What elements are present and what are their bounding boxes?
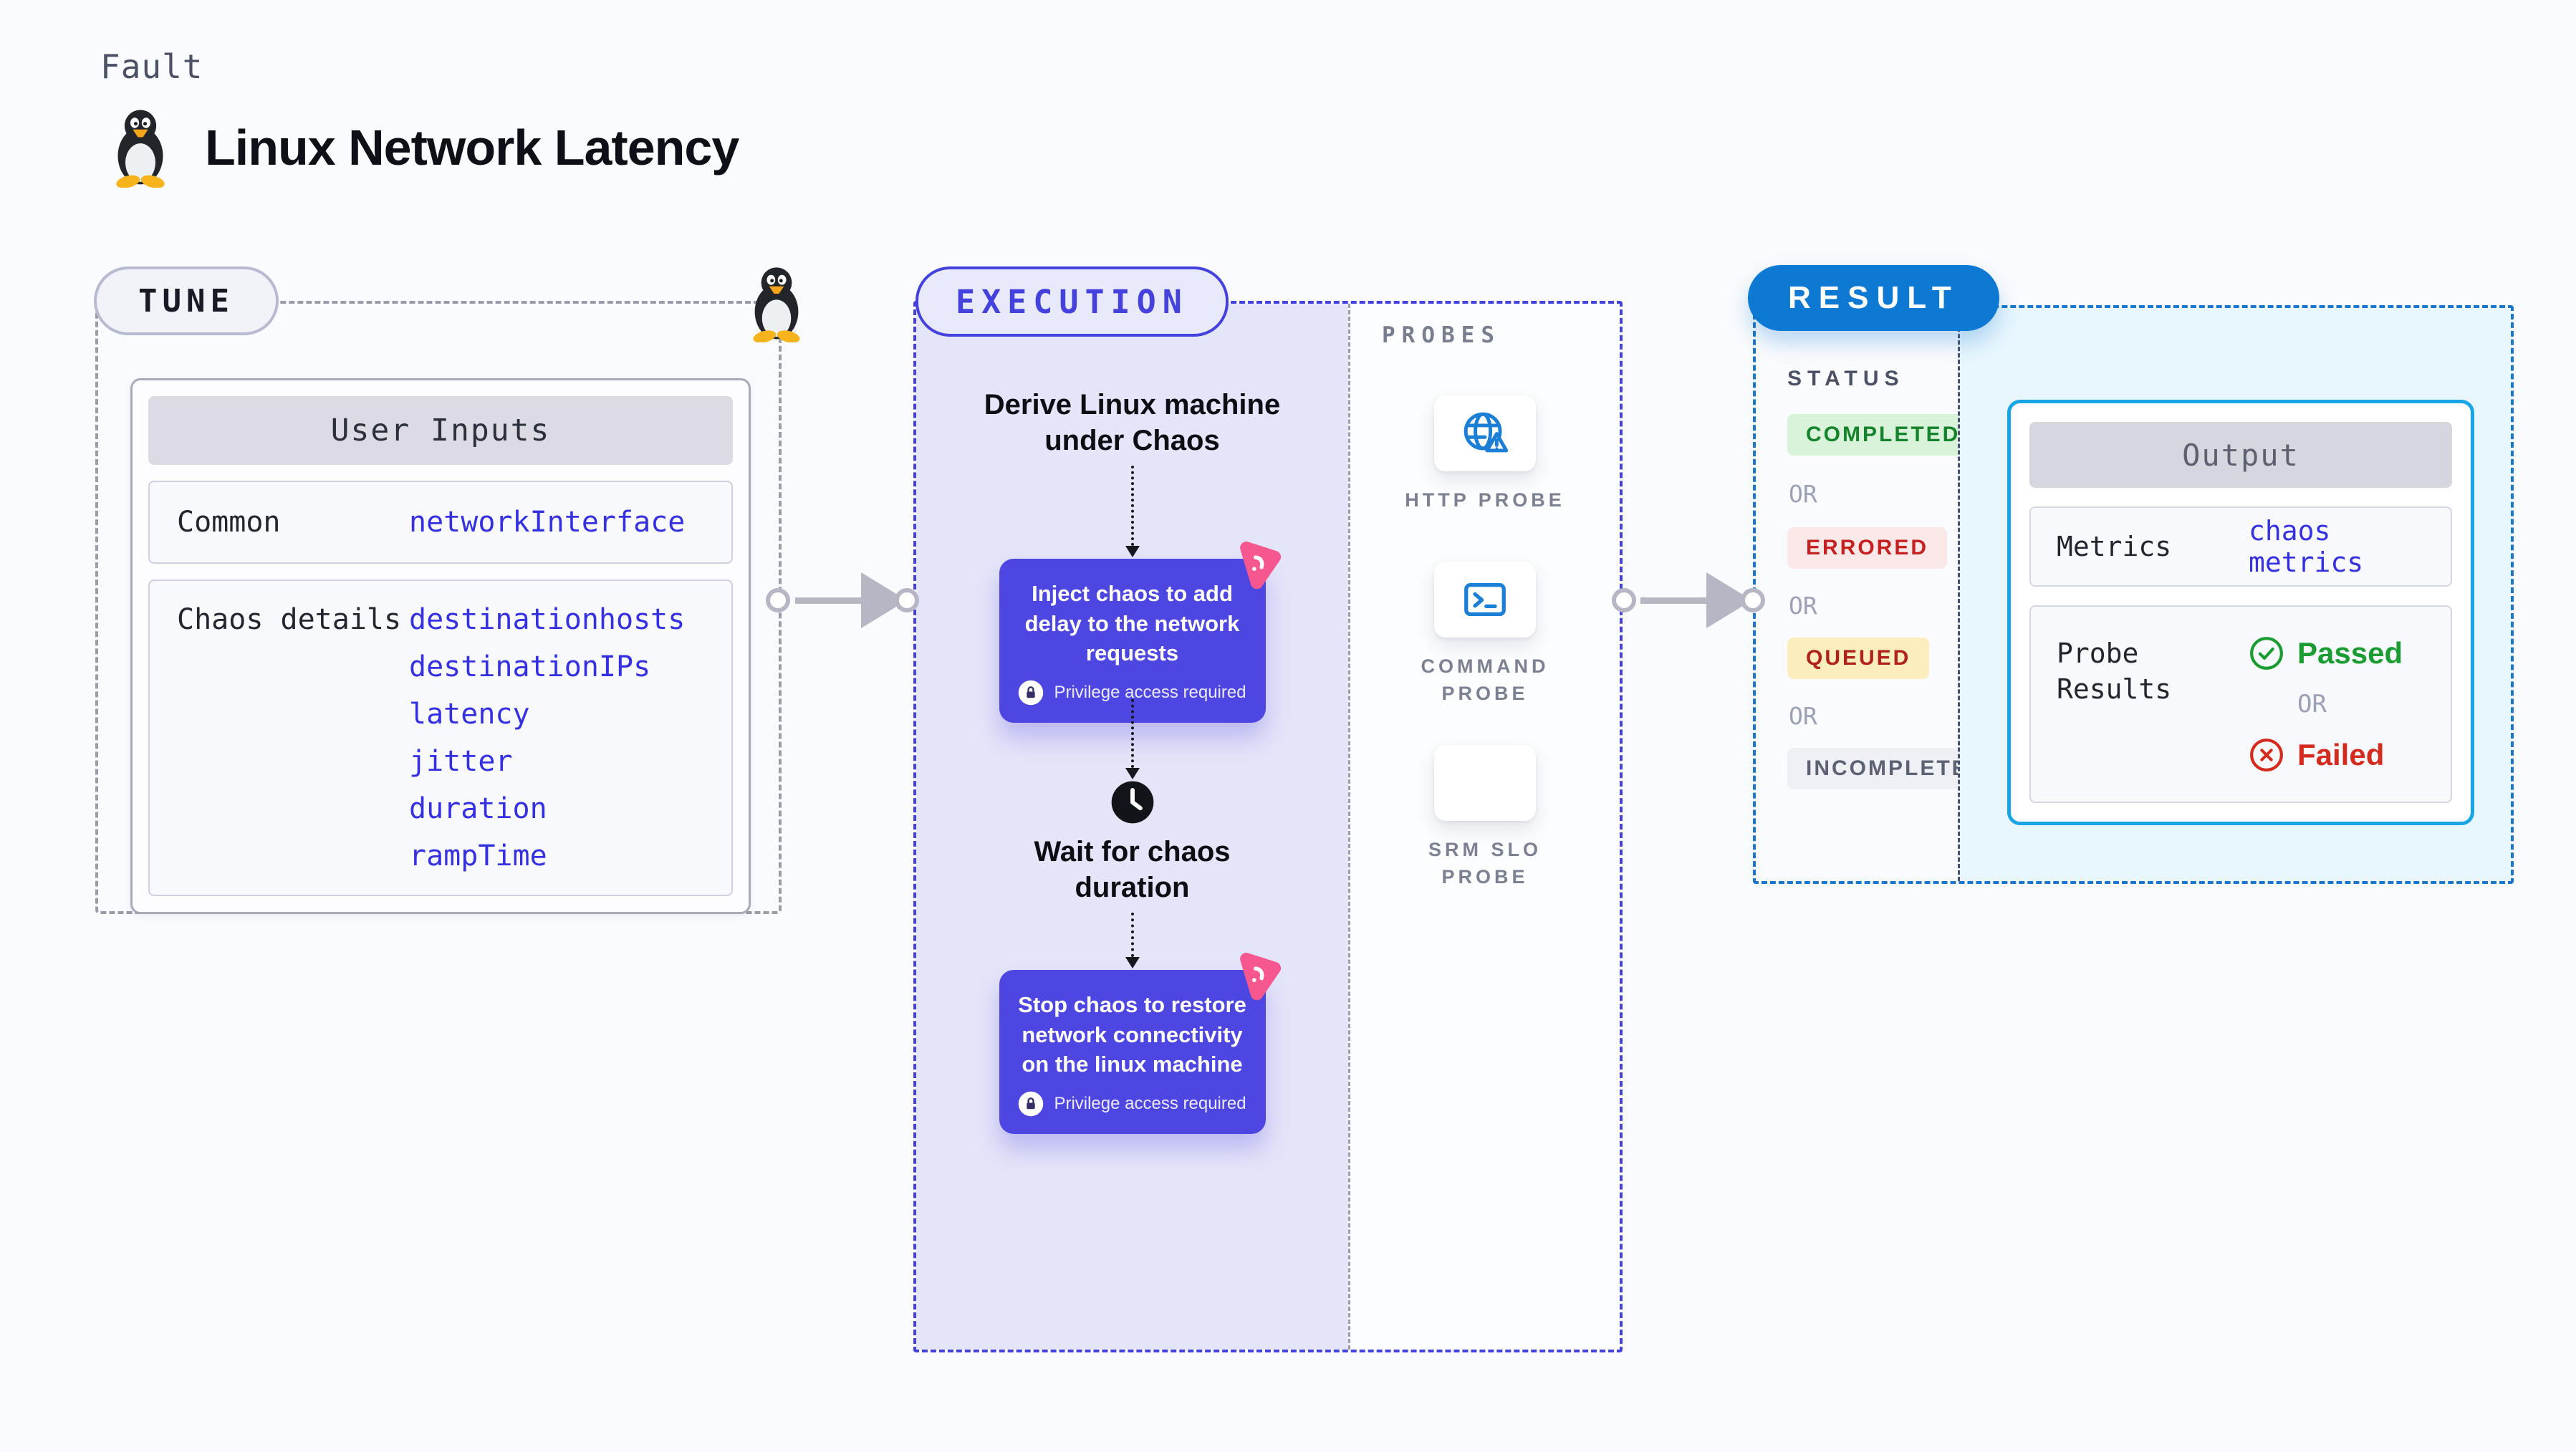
litmus-chaos-icon: [1227, 946, 1287, 1006]
status-badge-completed: COMPLETED: [1787, 414, 1979, 456]
dotted-arrow-icon: [1125, 699, 1140, 779]
input-value: destinationhosts: [409, 603, 686, 636]
or-separator: OR: [2297, 690, 2327, 718]
command-probe: COMMAND PROBE: [1385, 562, 1585, 708]
lock-icon: [1018, 1091, 1044, 1117]
input-value: networkInterface: [409, 506, 686, 539]
probe-outcomes: Passed OR Failed: [2249, 635, 2403, 773]
result-section: STATUS COMPLETED OR ERRORED OR QUEUED OR…: [1753, 305, 2514, 884]
status-column: STATUS COMPLETED OR ERRORED OR QUEUED OR…: [1756, 308, 2005, 881]
input-value: rampTime: [409, 840, 547, 872]
probe-label: HTTP PROBE: [1405, 489, 1565, 511]
result-output-panel: Output Metrics chaos metrics Probe Resul…: [1958, 308, 2511, 881]
user-inputs-card: User Inputs Common networkInterface Chao…: [130, 378, 751, 914]
privilege-note: Privilege access required: [1018, 1091, 1247, 1117]
probe-results-row: Probe Results Passed OR Failed: [2029, 605, 2452, 803]
input-value: latency: [409, 698, 530, 731]
slo-pie-icon: [1460, 758, 1510, 808]
input-value: destinationIPs: [409, 650, 651, 683]
tune-badge: TUNE: [94, 266, 279, 335]
privilege-note: Privilege access required: [1018, 680, 1247, 706]
metrics-row: Metrics chaos metrics: [2029, 506, 2452, 587]
connector-dot: [1612, 588, 1636, 612]
stop-chaos-node: Stop chaos to restore network connectivi…: [999, 970, 1266, 1134]
execution-section: Derive Linux machine under Chaos Inject …: [913, 301, 1623, 1352]
status-header: STATUS: [1787, 367, 1905, 390]
http-probe: HTTP PROBE: [1385, 395, 1585, 514]
failed-outcome: Failed: [2249, 737, 2403, 773]
dotted-arrow-icon: [1125, 913, 1140, 968]
input-label: Common: [177, 506, 281, 539]
input-row-common: Common networkInterface: [148, 481, 733, 564]
input-row-chaos-details: Chaos details destinationhosts destinati…: [148, 580, 733, 896]
probe-card: [1434, 562, 1536, 638]
output-card: Output Metrics chaos metrics Probe Resul…: [2007, 400, 2474, 825]
derive-step-text: Derive Linux machine under Chaos: [984, 389, 1281, 457]
input-label: Chaos details: [177, 603, 402, 636]
srm-slo-probe: SRM SLO PROBE: [1385, 745, 1585, 891]
input-value: duration: [409, 792, 547, 825]
metrics-value: chaos metrics: [2249, 515, 2364, 578]
probe-card: [1434, 395, 1536, 471]
output-header: Output: [2029, 422, 2452, 488]
page-header: Linux Network Latency: [106, 107, 739, 188]
connector-dot: [766, 588, 790, 612]
clock-icon: [1110, 779, 1155, 825]
probe-results-label: Probe Results: [2057, 638, 2172, 706]
status-badge-errored: ERRORED: [1787, 527, 1948, 569]
execution-flow-panel: Derive Linux machine under Chaos Inject …: [916, 304, 1348, 1350]
wait-step-text: Wait for chaos duration: [1034, 836, 1231, 904]
status-badge-queued: QUEUED: [1787, 638, 1930, 679]
probes-header: PROBES: [1382, 322, 1501, 348]
probe-card: [1434, 745, 1536, 821]
terminal-icon: [1460, 574, 1510, 625]
dotted-arrow-icon: [1125, 466, 1140, 557]
connector-dot: [1741, 588, 1765, 612]
check-circle-icon: [2249, 635, 2284, 671]
probe-label: SRM SLO PROBE: [1428, 839, 1542, 888]
tux-penguin-icon: [106, 107, 175, 188]
input-value: jitter: [409, 745, 513, 778]
or-separator: OR: [1789, 592, 1817, 620]
x-circle-icon: [2249, 737, 2284, 773]
or-separator: OR: [1789, 702, 1817, 730]
connector-dot: [895, 588, 919, 612]
probe-label: COMMAND PROBE: [1421, 655, 1549, 704]
inject-chaos-node: Inject chaos to add delay to the network…: [999, 559, 1266, 723]
globe-warning-icon: [1460, 408, 1510, 458]
passed-outcome: Passed: [2249, 635, 2403, 671]
chaos-detail-values: destinationhosts destinationIPs latency …: [409, 602, 685, 873]
lock-icon: [1018, 680, 1044, 706]
page-title: Linux Network Latency: [205, 120, 739, 176]
tux-penguin-icon: [744, 265, 809, 342]
litmus-chaos-icon: [1227, 534, 1287, 595]
probes-panel: PROBES HTTP PROBE COMMAND PROBE SRM SLO …: [1348, 304, 1620, 1350]
fault-kicker: Fault: [100, 47, 203, 86]
or-separator: OR: [1789, 480, 1817, 508]
result-badge: RESULT: [1748, 265, 1999, 331]
metrics-label: Metrics: [2057, 530, 2172, 562]
execution-badge: EXECUTION: [915, 266, 1229, 337]
user-inputs-header: User Inputs: [148, 396, 733, 465]
